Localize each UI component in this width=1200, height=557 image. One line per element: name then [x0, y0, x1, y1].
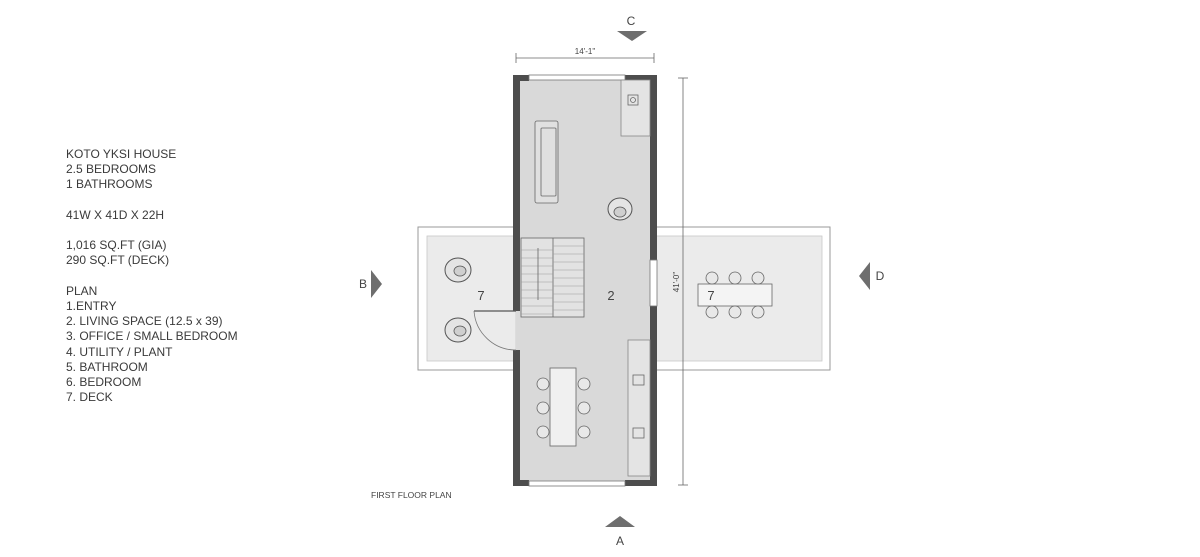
room-label-deck-right: 7 [707, 288, 714, 303]
exterior-walls [513, 75, 657, 486]
kitchen-counter [627, 339, 651, 477]
deck-chair-icon [444, 257, 472, 283]
section-label-top: C [627, 14, 636, 28]
plan-key-item: 5. BATHROOM [66, 359, 148, 374]
section-marker-left [371, 270, 382, 298]
left-deck [417, 226, 517, 371]
entry-door [473, 310, 517, 351]
project-title: KOTO YKSI HOUSE [66, 147, 177, 161]
bedroom-count: 2.5 BEDROOMS [66, 162, 157, 177]
section-label-left: B [359, 277, 367, 291]
plan-key-item: 1.ENTRY [66, 298, 117, 313]
deck-dining-set [697, 271, 773, 319]
bathroom-count: 1 BATHROOMS [66, 177, 153, 192]
room-label-living: 2 [607, 288, 614, 303]
section-label-bottom: A [616, 534, 624, 548]
sofa-icon [534, 120, 559, 204]
deck-chair-icon [444, 317, 472, 343]
plan-key-item: 2. LIVING SPACE (12.5 x 39) [66, 314, 223, 329]
plan-key-item: 7. DECK [66, 390, 113, 405]
staircase [520, 237, 585, 318]
section-marker-top [617, 31, 647, 41]
plan-key-item: 6. BEDROOM [66, 375, 142, 389]
area-gia: 1,016 SQ.FT (GIA) [66, 238, 167, 253]
width-dimension-label: 14'-1" [575, 47, 596, 56]
width-dimension [515, 53, 655, 63]
plan-key-item: 3. OFFICE / SMALL BEDROOM [66, 329, 238, 344]
room-label-deck-left: 7 [477, 288, 484, 303]
plan-key-item: 4. UTILITY / PLANT [66, 344, 173, 359]
section-marker-bottom [605, 516, 635, 527]
house-dimensions: 41W X 41D X 22H [66, 207, 165, 222]
armchair-icon [607, 197, 633, 221]
section-marker-right [859, 262, 870, 290]
plan-key-heading: PLAN [66, 283, 98, 298]
project-info-panel: KOTO YKSI HOUSE 2.5 BEDROOMS 1 BATHROOMS… [66, 147, 238, 405]
dining-set [536, 367, 591, 447]
kitchen-counter-top [620, 79, 651, 137]
section-label-right: D [876, 269, 885, 283]
length-dimension-label: 41'-0" [672, 272, 681, 293]
length-dimension [678, 77, 688, 486]
area-deck: 290 SQ.FT (DECK) [66, 253, 170, 268]
glazing [528, 74, 658, 487]
drawing-caption: FIRST FLOOR PLAN [371, 490, 452, 500]
